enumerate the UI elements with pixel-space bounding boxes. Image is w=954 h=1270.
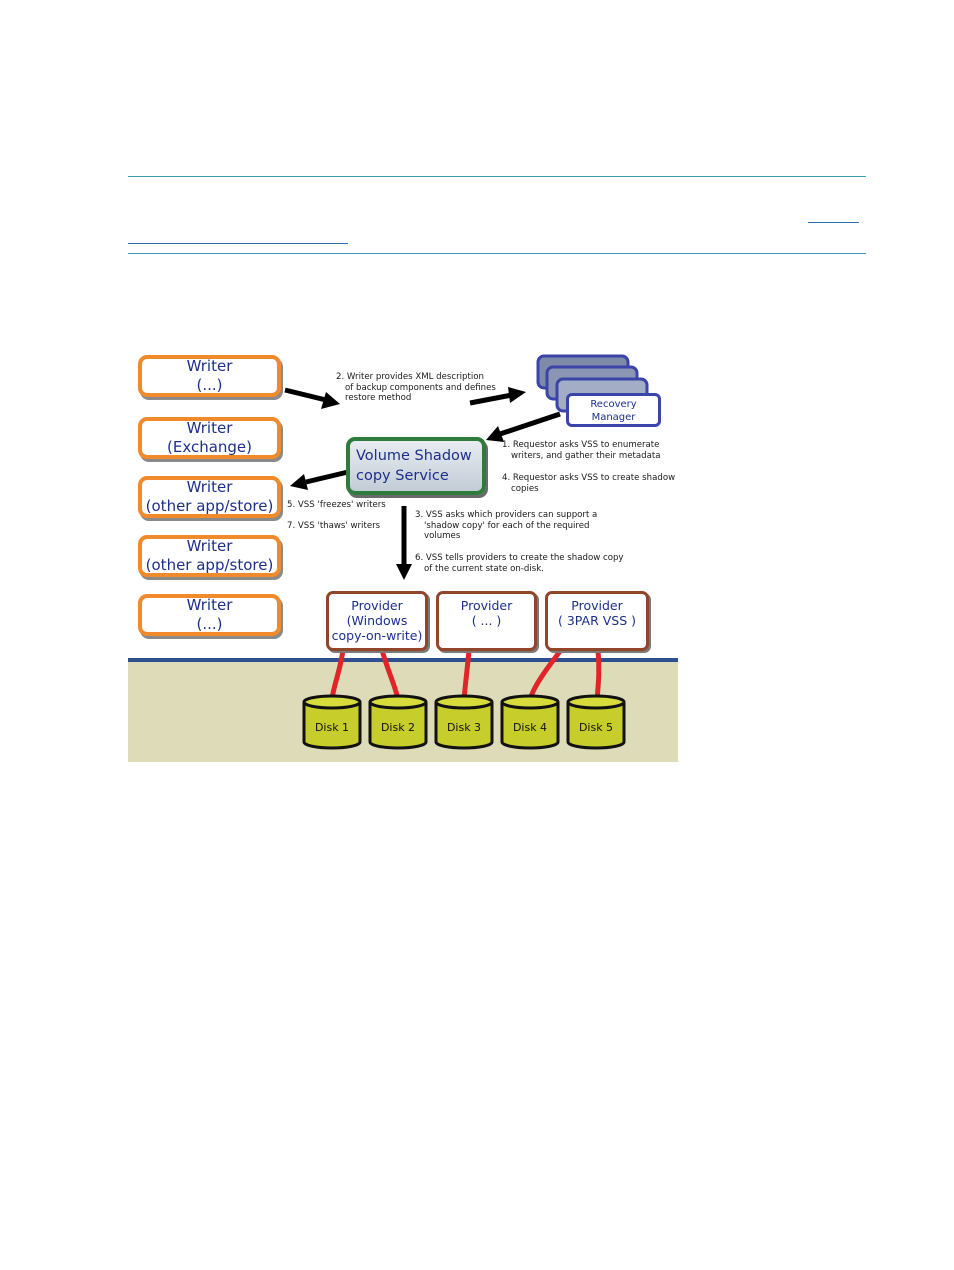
writer-subtitle: (Exchange) — [167, 438, 252, 456]
writer-title: Writer — [186, 419, 233, 437]
disk-label: Disk 1 — [314, 721, 350, 734]
writer-title: Writer — [186, 596, 233, 614]
note-line: 5. VSS 'freezes' writers — [287, 500, 386, 510]
note-line: volumes — [424, 531, 461, 541]
disk-label: Disk 3 — [446, 721, 482, 734]
arrows — [284, 387, 561, 580]
disk-3 — [434, 694, 494, 750]
arrow-writer-to-requestor — [284, 387, 327, 403]
provider-title: Provider — [460, 598, 513, 613]
requestor-subtitle: Manager — [591, 412, 636, 423]
arrow-head-down-icon — [396, 564, 412, 580]
note-line: writers, and gather their metadata — [511, 450, 661, 461]
provider-subtitle: ( 3PAR VSS ) — [557, 613, 637, 628]
arrow-requestor-to-vss — [499, 411, 561, 437]
step-5-note: 5. VSS 'freezes' writers — [287, 500, 386, 511]
disk-1 — [302, 694, 362, 750]
top-rule — [128, 176, 866, 177]
writer-subtitle: (other app/store) — [145, 556, 274, 574]
writer-title: Writer — [186, 537, 233, 555]
writer-box: Writer (...) — [138, 594, 281, 636]
provider-subtitle: ( ... ) — [471, 613, 502, 628]
step-3-note: 3. VSS asks which providers can support … — [415, 510, 597, 542]
arrow-head-right-icon — [321, 392, 340, 409]
writer-title: Writer — [186, 357, 233, 375]
note-line: restore method — [345, 393, 412, 403]
step-7-note: 7. VSS 'thaws' writers — [287, 521, 380, 532]
arrow-head-right-icon — [508, 387, 526, 403]
provider-subtitle: copy-on-write) — [331, 628, 423, 643]
provider-subtitle: (Windows — [346, 613, 408, 628]
writer-subtitle: (...) — [196, 615, 223, 633]
writer-subtitle: (...) — [196, 376, 223, 394]
provider-title: Provider — [571, 598, 623, 613]
note-line: 2. Writer provides XML description — [336, 372, 484, 382]
note-line: 3. VSS asks which providers can support … — [415, 510, 598, 520]
writer-title: Writer — [186, 478, 233, 496]
writer-box: Writer (other app/store) — [138, 476, 281, 518]
provider-title: Provider — [351, 598, 403, 613]
step-1-note: 1. Requestor asks VSS to enumerate write… — [502, 440, 660, 461]
vss-box: Volume Shadow copy Service — [346, 437, 486, 495]
cable — [594, 647, 602, 703]
step-4-note: 4. Requestor asks VSS to create shadow c… — [502, 473, 675, 494]
arrow-head-left-icon — [486, 426, 504, 442]
storage-divider — [128, 658, 678, 662]
disk-label: Disk 2 — [380, 721, 416, 734]
arrow-head-left-icon — [290, 474, 308, 490]
link-underline — [808, 222, 859, 223]
disk-4 — [500, 694, 560, 750]
disk-label: Disk 5 — [578, 721, 614, 734]
bottom-rule — [128, 253, 866, 254]
vss-architecture-diagram: Writer (...) Writer (Exchange) Writer (o… — [128, 352, 678, 762]
provider-box: Provider (Windows copy-on-write) — [326, 591, 428, 651]
provider-box: Provider ( 3PAR VSS ) — [545, 591, 649, 651]
note-line: 6. VSS tells providers to create the sha… — [415, 553, 624, 563]
link-underline — [128, 243, 348, 244]
recovery-manager-box: Recovery Manager — [566, 393, 661, 427]
disks — [302, 694, 626, 750]
vss-subtitle: copy Service — [356, 468, 449, 484]
note-line: 7. VSS 'thaws' writers — [287, 521, 381, 531]
vss-title: Volume Shadow — [356, 448, 472, 464]
step-6-note: 6. VSS tells providers to create the sha… — [415, 553, 624, 574]
note-line: copies — [511, 483, 539, 494]
disk-5 — [566, 694, 626, 750]
provider-box: Provider ( ... ) — [436, 591, 537, 651]
disk-2 — [368, 694, 428, 750]
arrow-to-requestor — [469, 392, 513, 406]
note-line: of backup components and defines — [345, 382, 496, 393]
writer-box: Writer (Exchange) — [138, 417, 281, 459]
note-line: 1. Requestor asks VSS to enumerate — [502, 440, 660, 450]
writer-box: Writer (...) — [138, 355, 281, 397]
note-line: 'shadow copy' for each of the required — [424, 520, 590, 531]
disk-label: Disk 4 — [512, 721, 548, 734]
note-line: 4. Requestor asks VSS to create shadow — [502, 473, 676, 483]
requestor-title: Recovery — [590, 399, 637, 410]
arrow-vss-to-writers — [305, 469, 349, 485]
diagram-graphics — [128, 354, 678, 762]
step-2-note: 2. Writer provides XML description of ba… — [336, 372, 496, 404]
writer-subtitle: (other app/store) — [145, 497, 274, 515]
note-line: of the current state on-disk. — [424, 563, 544, 574]
writer-box: Writer (other app/store) — [138, 535, 281, 577]
